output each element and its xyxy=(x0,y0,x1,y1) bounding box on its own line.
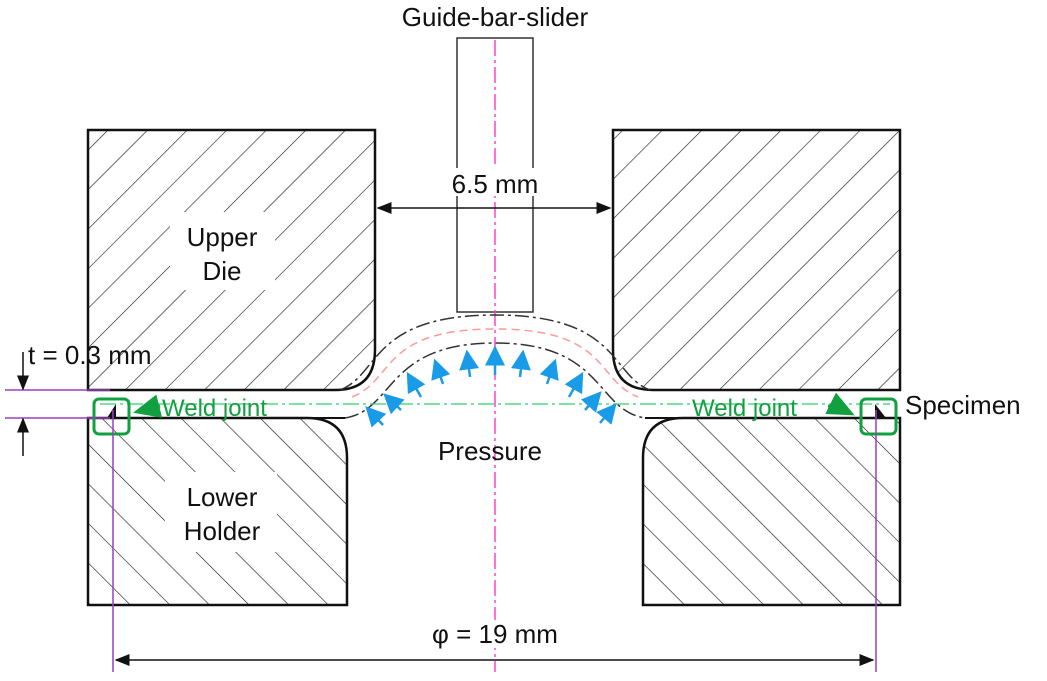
weld-joint-right-label: Weld joint xyxy=(692,395,797,422)
specimen-label: Specimen xyxy=(905,390,1021,420)
pressure-arrows xyxy=(365,345,617,428)
upper-die-label-1: Upper xyxy=(187,222,258,252)
weld-joint-left-box xyxy=(92,397,131,436)
lower-holder-right xyxy=(641,416,902,607)
thickness-label: t = 0.3 mm xyxy=(28,340,152,370)
gap-dimension-label: 6.5 mm xyxy=(452,169,539,199)
weld-joint-right-box xyxy=(859,397,898,436)
specimen-inner-dome xyxy=(344,342,646,419)
guide-bar-label: Guide-bar-slider xyxy=(402,2,589,32)
specimen-mid-dome xyxy=(351,328,639,398)
specimen-outer-dome xyxy=(339,314,651,391)
lower-holder-label-1: Lower xyxy=(187,482,258,512)
upper-die-label-2: Die xyxy=(202,256,241,286)
pressure-label: Pressure xyxy=(438,436,542,466)
diameter-label: φ = 19 mm xyxy=(432,619,558,649)
lower-holder-label-2: Holder xyxy=(184,516,261,546)
upper-die-right xyxy=(611,128,902,392)
weld-joint-left-label: Weld joint xyxy=(162,395,267,422)
